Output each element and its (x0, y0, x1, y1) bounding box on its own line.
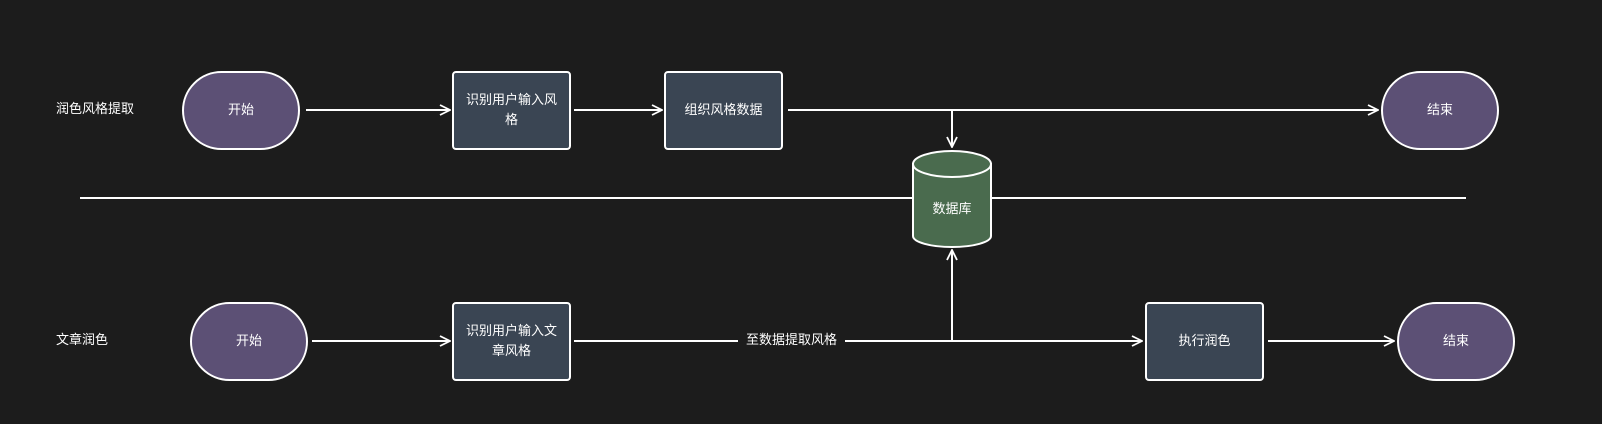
bottom-start-node[interactable]: 开始 (190, 302, 308, 381)
top-organize-data-node[interactable]: 组织风格数据 (664, 71, 783, 150)
bottom-execute-polish-node[interactable]: 执行润色 (1145, 302, 1264, 381)
database-label: 数据库 (932, 202, 972, 217)
lane-label-article-polish: 文章润色 (56, 333, 109, 348)
top-end-node[interactable]: 结束 (1381, 71, 1499, 150)
lane-label-style-extraction: 润色风格提取 (56, 102, 135, 117)
bottom-identify-article-style-node[interactable]: 识别用户输入文章风格 (452, 302, 571, 381)
edge-label-fetch-style: 至数据提取风格 (738, 332, 846, 350)
top-identify-style-node[interactable]: 识别用户输入风格 (452, 71, 571, 150)
top-start-node[interactable]: 开始 (182, 71, 300, 150)
bottom-end-node[interactable]: 结束 (1397, 302, 1515, 381)
database-cylinder[interactable] (912, 150, 992, 248)
